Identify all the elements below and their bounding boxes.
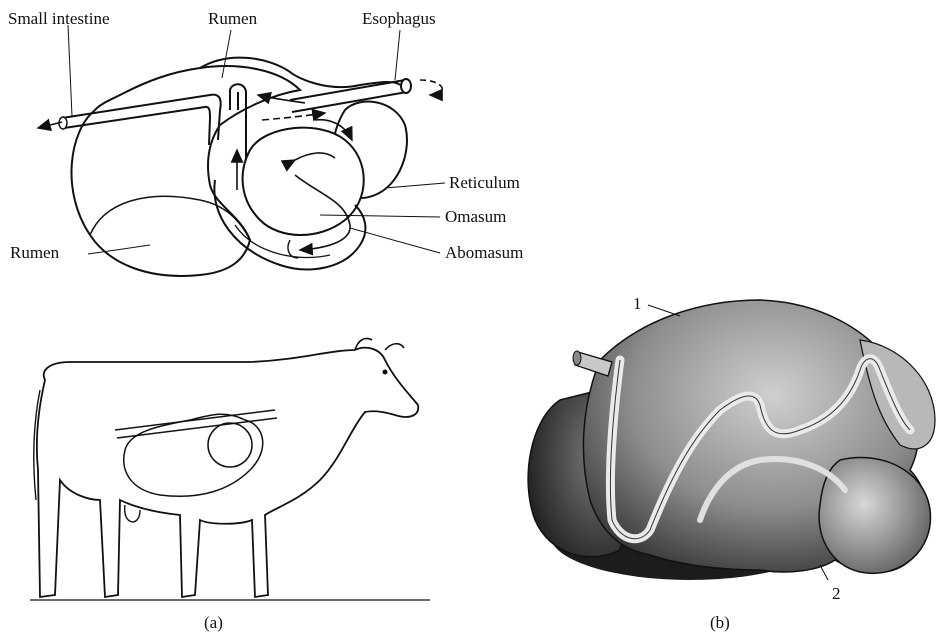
label-esophagus: Esophagus [362,10,436,27]
caption-panel-b: (b) [710,614,730,631]
label-marker-2: 2 [832,585,841,602]
label-small-intestine: Small intestine [8,10,110,27]
label-marker-1: 1 [633,295,642,312]
label-abomasum: Abomasum [445,244,523,261]
label-rumen-left: Rumen [10,244,59,261]
caption-panel-a: (a) [204,614,223,631]
label-rumen-top: Rumen [208,10,257,27]
label-reticulum: Reticulum [449,174,520,191]
label-omasum: Omasum [445,208,506,225]
